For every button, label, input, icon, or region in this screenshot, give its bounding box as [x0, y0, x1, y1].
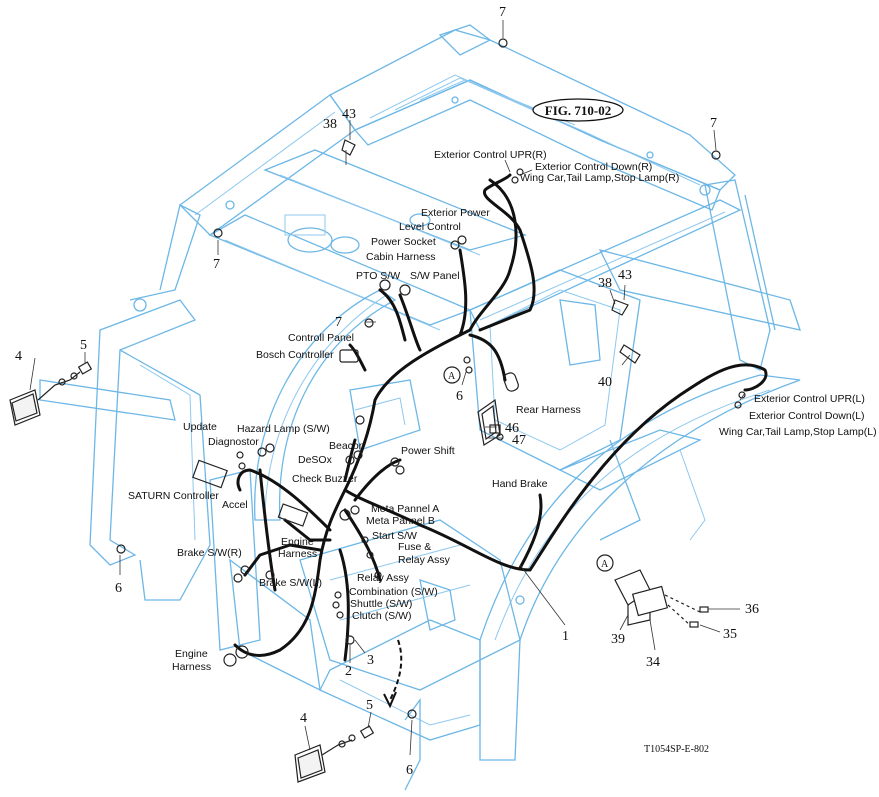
label-hand-brake: Hand Brake	[492, 478, 548, 490]
label-engine-harness: Engine	[281, 536, 314, 548]
figure-number: FIG. 710-02	[545, 103, 611, 118]
label-diagnostor: Diagnostor	[208, 436, 259, 448]
harness-connectors	[192, 168, 746, 667]
label-check-buzzer: Check Buzzer	[292, 473, 358, 485]
label-combination-sw: Combination (S/W)	[349, 586, 438, 598]
callout-2: 2	[345, 664, 352, 679]
label-start-sw: Start S/W	[372, 530, 417, 542]
label-brake-sw-r: Brake S/W(R)	[177, 547, 242, 559]
cabin-frame	[39, 24, 801, 791]
callout-34: 34	[646, 655, 660, 670]
label-exterior-control-upr-l: Exterior Control UPR(L)	[754, 393, 865, 405]
callout-7-top: 7	[499, 5, 506, 20]
callout-47: 47	[512, 433, 526, 448]
fasteners	[116, 38, 721, 719]
main-harness	[233, 173, 768, 662]
label-exterior-control-down-l: Exterior Control Down(L)	[749, 410, 865, 422]
direction-arrow-head	[383, 691, 397, 709]
label-saturn-controller: SATURN Controller	[128, 490, 219, 502]
label-clutch-sw: Clutch (S/W)	[352, 610, 412, 622]
callout-43-top: 43	[342, 107, 356, 122]
figure-badge: FIG. 710-02	[532, 98, 624, 122]
ref-circle-a: A A	[443, 366, 614, 572]
label-meta-pannel-b: Meta Pannel B	[366, 515, 435, 527]
callout-39: 39	[611, 632, 625, 647]
label-power-shift: Power Shift	[401, 445, 455, 457]
label-exterior-control-upr-r: Exterior Control UPR(R)	[434, 149, 547, 161]
direction-arrow	[389, 639, 403, 701]
label-fuse-relay-2: Relay Assy	[398, 554, 451, 566]
callout-40: 40	[598, 375, 612, 390]
drawing-code: T1054SP-E-802	[644, 744, 709, 755]
label-power-socket: Power Socket	[371, 236, 436, 248]
label-shuttle-sw: Shuttle (S/W)	[350, 598, 412, 610]
controller-bracket	[614, 569, 709, 628]
label-wing-car-r: Wing Car,Tail Lamp,Stop Lamp(R)	[520, 172, 679, 184]
callout-numbers: 7 7 7 7 43 38 38 43 40 4 5 6 46 47 6 1 2…	[15, 5, 759, 778]
work-lamp-top	[9, 361, 93, 426]
callout-6-bottom: 6	[406, 763, 413, 778]
callout-3: 3	[367, 653, 374, 668]
label-relay-assy: Relay Assy	[357, 572, 410, 584]
label-controll-panel: Controll Panel	[288, 332, 354, 344]
label-update: Update	[183, 421, 217, 433]
leader-lines	[29, 20, 746, 756]
label-rear-harness: Rear Harness	[516, 404, 581, 416]
label-level-control: Level Control	[399, 221, 461, 233]
callout-7-left: 7	[213, 257, 220, 272]
label-engine-harness-2: Harness	[278, 548, 317, 560]
label-engine-harness-lower: Engine	[175, 648, 208, 660]
callout-6-mid: 6	[456, 389, 463, 404]
callout-5-bottom: 5	[366, 698, 373, 713]
label-hazard-lamp: Hazard Lamp (S/W)	[237, 423, 330, 435]
label-brake-sw-l: Brake S/W(L)	[259, 577, 322, 589]
label-bosch-controller: Bosch Controller	[256, 349, 334, 361]
callout-5-top: 5	[80, 338, 87, 353]
callout-7-right: 7	[710, 116, 717, 131]
rear-harness-socket	[477, 398, 501, 446]
label-beacon: Beacon	[329, 440, 365, 452]
callout-1: 1	[562, 629, 569, 644]
harness-labels: Exterior Control UPR(R) Exterior Control…	[128, 149, 877, 673]
label-engine-harness-lower-2: Harness	[172, 661, 211, 673]
callout-43-right: 43	[618, 268, 632, 283]
ref-a-text-2: A	[601, 559, 609, 570]
callout-46: 46	[505, 421, 519, 436]
callout-38-right: 38	[598, 276, 612, 291]
ref-a-text: A	[448, 371, 456, 382]
callout-6-left: 6	[115, 581, 122, 596]
work-lamp-bottom	[294, 725, 375, 783]
callout-4-top: 4	[15, 349, 22, 364]
label-wing-car-l: Wing Car,Tail Lamp,Stop Lamp(L)	[719, 426, 877, 438]
callout-38-top: 38	[323, 117, 337, 132]
label-accel: Accel	[222, 499, 248, 511]
callout-4-bottom: 4	[300, 711, 307, 726]
label-fuse-relay: Fuse &	[398, 541, 431, 553]
callout-7-mid: 7	[335, 315, 342, 330]
label-pto-sw: PTO S/W	[356, 270, 400, 282]
callout-36: 36	[745, 602, 759, 617]
label-cabin-harness: Cabin Harness	[366, 251, 435, 263]
callout-35: 35	[723, 627, 737, 642]
label-meta-pannel-a: Meta Pannel A	[371, 503, 439, 515]
label-sw-panel: S/W Panel	[410, 270, 460, 282]
label-exterior-control-down-r: Exterior Control Down(R)	[535, 161, 652, 173]
label-desox: DeSOx	[298, 454, 333, 466]
label-exterior-power: Exterior Power	[421, 207, 490, 219]
